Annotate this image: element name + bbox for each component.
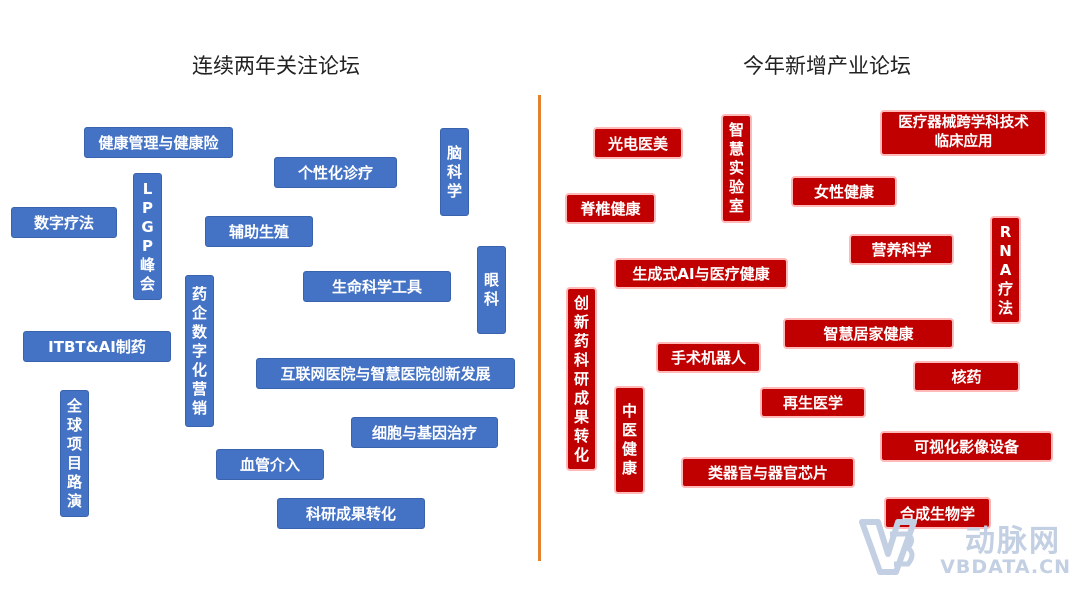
tag-nuclear-medicine: 核药 bbox=[913, 361, 1020, 392]
tag-visual-imaging-device: 可视化影像设备 bbox=[880, 431, 1053, 462]
tag-health-management: 健康管理与健康险 bbox=[84, 127, 233, 158]
tag-spine-health: 脊椎健康 bbox=[565, 193, 656, 224]
watermark-name: 动脉网 bbox=[965, 524, 1061, 559]
tag-women-health: 女性健康 bbox=[791, 176, 897, 207]
tag-internet-hospital: 互联网医院与智慧医院创新发展 bbox=[256, 358, 515, 389]
tag-organoid-chip: 类器官与器官芯片 bbox=[681, 457, 855, 488]
tag-itbt-ai-pharma: ITBT&AI制药 bbox=[23, 331, 171, 362]
tag-nutrition-science: 营养科学 bbox=[849, 234, 954, 265]
tag-ophthalmology: 眼科 bbox=[477, 246, 506, 334]
tag-smart-home-health: 智慧居家健康 bbox=[783, 318, 954, 349]
tag-life-science-tools: 生命科学工具 bbox=[303, 271, 451, 302]
tag-assisted-reproduction: 辅助生殖 bbox=[205, 216, 313, 247]
tag-device-clinical-application: 医疗器械跨学科技术临床应用 bbox=[880, 110, 1047, 156]
right-section-title: 今年新增产业论坛 bbox=[743, 54, 911, 78]
vb-logo-icon bbox=[859, 519, 917, 575]
tag-regenerative-medicine: 再生医学 bbox=[760, 387, 866, 418]
vbdata-watermark: 动脉网 VBDATA.CN bbox=[856, 512, 1071, 580]
tag-surgical-robot: 手术机器人 bbox=[656, 342, 761, 373]
tag-digital-therapy: 数字疗法 bbox=[11, 207, 117, 238]
tag-cell-gene-therapy: 细胞与基因治疗 bbox=[351, 417, 498, 448]
tag-photoelectric-aesthetics: 光电医美 bbox=[593, 127, 683, 159]
tag-smart-laboratory: 智慧实验室 bbox=[721, 114, 752, 223]
section-divider bbox=[538, 95, 541, 561]
tag-tcm-health: 中医健康 bbox=[614, 386, 645, 494]
tag-research-translation: 科研成果转化 bbox=[277, 498, 425, 529]
tag-generative-ai-healthcare: 生成式AI与医疗健康 bbox=[614, 258, 788, 289]
tag-global-roadshow: 全球项目路演 bbox=[60, 390, 89, 517]
tag-vascular-intervention: 血管介入 bbox=[216, 449, 324, 480]
watermark-url: VBDATA.CN bbox=[940, 556, 1071, 578]
tag-pharma-digital-marketing: 药企数字化营销 bbox=[185, 275, 214, 427]
left-section-title: 连续两年关注论坛 bbox=[192, 54, 360, 78]
tag-brain-science: 脑科学 bbox=[440, 128, 469, 216]
tag-drug-research-translation: 创新药科研成果转化 bbox=[566, 287, 597, 471]
tag-personalized-treatment: 个性化诊疗 bbox=[274, 157, 397, 188]
